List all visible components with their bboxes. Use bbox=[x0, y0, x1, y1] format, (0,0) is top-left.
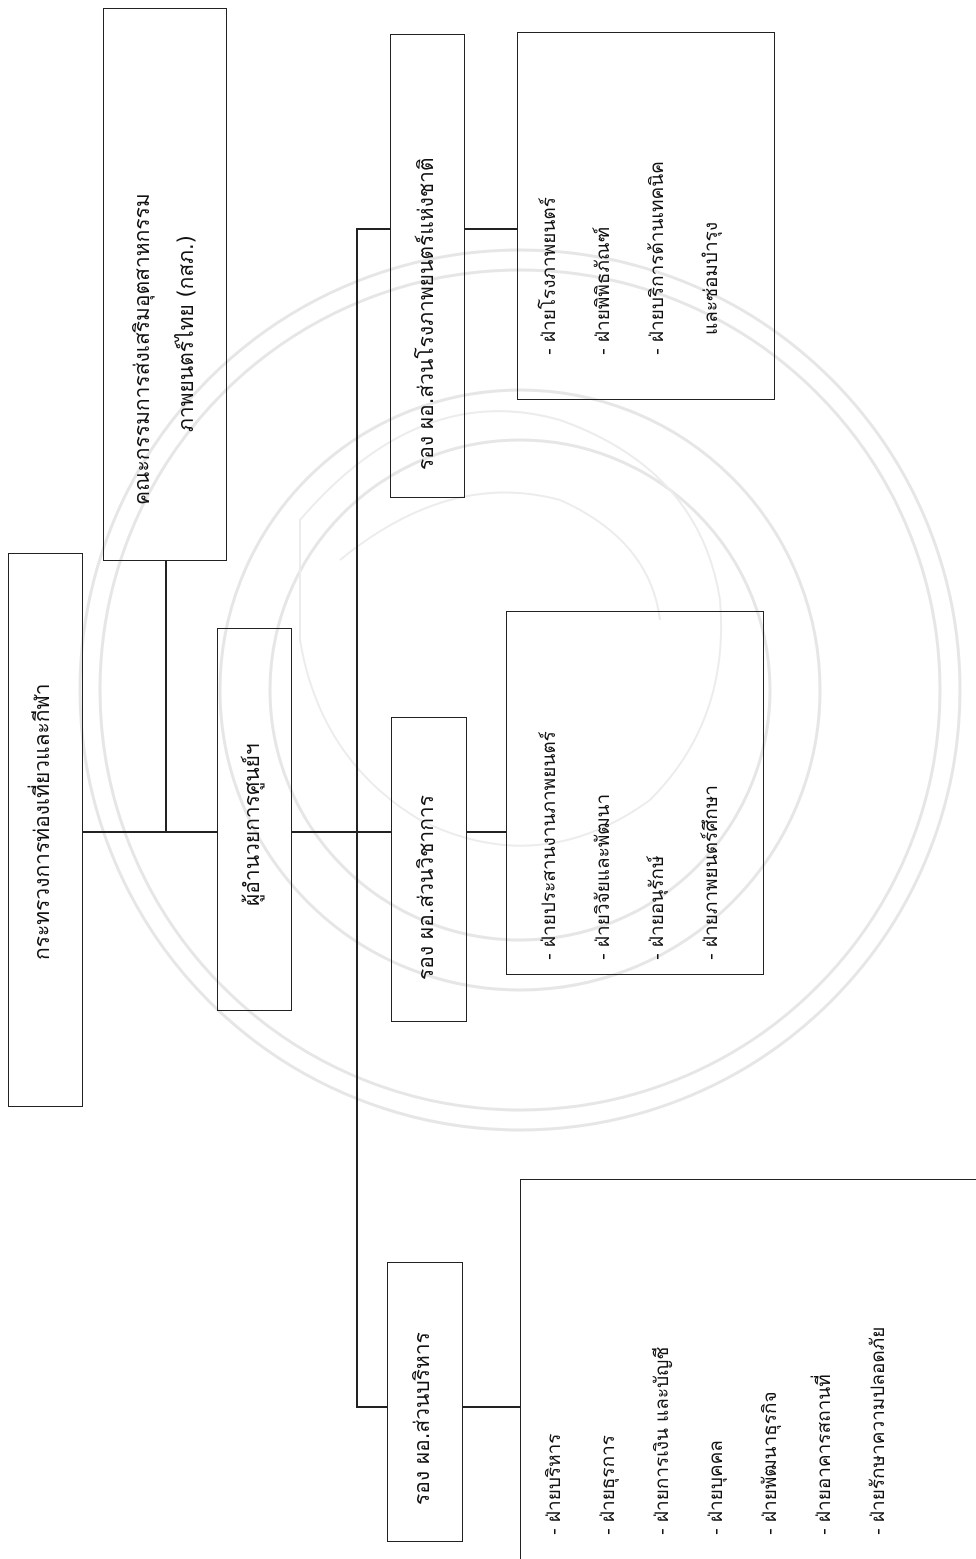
cinema-item-3-cont: และซ่อมบำรุง bbox=[700, 221, 722, 335]
connector-director-trunk bbox=[291, 831, 357, 833]
committee-label-line1: คณะกรรมการส่งเสริมอุตสาหกรรม bbox=[130, 193, 154, 505]
connector-ministry-director bbox=[82, 831, 217, 833]
cinema-item-2: - ฝ่ายพิพิธภัณฑ์ bbox=[592, 226, 614, 355]
academic-item-1: - ฝ่ายประสานงานภาพยนตร์ bbox=[538, 731, 560, 960]
admin-item-7: - ฝ่ายรักษาความปลอดภัย bbox=[867, 1326, 889, 1535]
cinema-deputy-label: รอง ผอ.ส่วนโรงภาพยนตร์แห่งชาติ bbox=[414, 157, 438, 470]
director-box bbox=[217, 628, 292, 1011]
connector-academic-list bbox=[466, 831, 506, 833]
ministry-box bbox=[8, 553, 83, 1107]
admin-item-5: - ฝ่ายพัฒนาธุรกิจ bbox=[759, 1391, 781, 1535]
academic-deputy-label: รอง ผอ.ส่วนวิชาการ bbox=[414, 794, 438, 980]
connector-admin-list bbox=[462, 1406, 520, 1408]
admin-item-6: - ฝ่ายอาคารสถานที่ bbox=[813, 1374, 835, 1535]
cinema-list-box bbox=[517, 32, 775, 400]
connector-trunk-admin bbox=[356, 1406, 388, 1408]
cinema-item-3: - ฝ่ายบริการด้านเทคนิค bbox=[646, 161, 668, 355]
admin-item-1: - ฝ่ายบริหาร bbox=[543, 1433, 565, 1536]
academic-item-3: - ฝ่ายอนุรักษ์ bbox=[646, 855, 668, 960]
admin-item-3: - ฝ่ายการเงิน และบัญชี bbox=[651, 1346, 673, 1535]
trunk-line bbox=[356, 228, 358, 1408]
connector-trunk-academic bbox=[356, 831, 392, 833]
admin-item-4: - ฝ่ายบุคคล bbox=[705, 1440, 727, 1535]
committee-box bbox=[103, 8, 227, 561]
cinema-item-1: - ฝ่ายโรงภาพยนตร์ bbox=[538, 197, 560, 355]
connector-committee-v bbox=[165, 560, 167, 833]
admin-deputy-label: รอง ผอ.ส่วนบริหาร bbox=[410, 1332, 434, 1505]
academic-list-box bbox=[506, 611, 764, 975]
academic-item-2: - ฝ่ายวิจัยและพัฒนา bbox=[592, 793, 614, 960]
connector-trunk-cinema bbox=[356, 228, 390, 230]
admin-deputy-box bbox=[387, 1262, 463, 1542]
director-label: ผู้อำนวยการศูนย์ฯ bbox=[240, 743, 264, 906]
connector-cinema-list bbox=[465, 228, 517, 230]
academic-item-4: - ฝ่ายภาพยนตร์ศึกษา bbox=[700, 785, 722, 960]
academic-deputy-box bbox=[391, 717, 467, 1022]
ministry-label: กระทรวงการท่องเที่ยวและกีฬา bbox=[30, 683, 54, 960]
admin-list-box bbox=[520, 1179, 976, 1559]
admin-item-2: - ฝ่ายธุรการ bbox=[597, 1434, 619, 1535]
committee-label-line2: ภาพยนตร์ไทย (กสภ.) bbox=[174, 235, 198, 432]
cinema-deputy-box bbox=[390, 34, 465, 498]
